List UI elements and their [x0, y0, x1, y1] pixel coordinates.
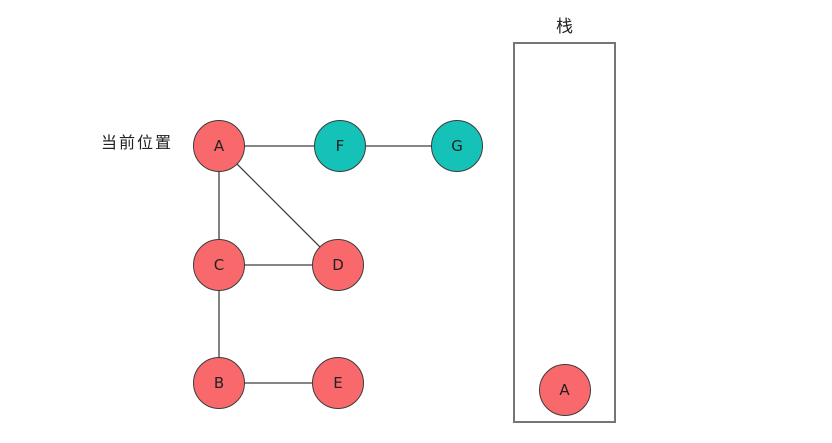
- graph-node-C: C: [193, 239, 245, 291]
- stack-container: A: [513, 42, 616, 423]
- graph-node-B: B: [193, 357, 245, 409]
- current-position-label: 当前位置: [101, 133, 174, 152]
- stack-title: 栈: [556, 17, 573, 37]
- graph-node-D: D: [312, 239, 364, 291]
- stack-item-A: A: [538, 364, 591, 416]
- graph-node-G: G: [431, 120, 483, 172]
- graph-node-A: A: [193, 120, 245, 172]
- graph-node-F: F: [314, 120, 366, 172]
- graph-node-E: E: [312, 357, 364, 409]
